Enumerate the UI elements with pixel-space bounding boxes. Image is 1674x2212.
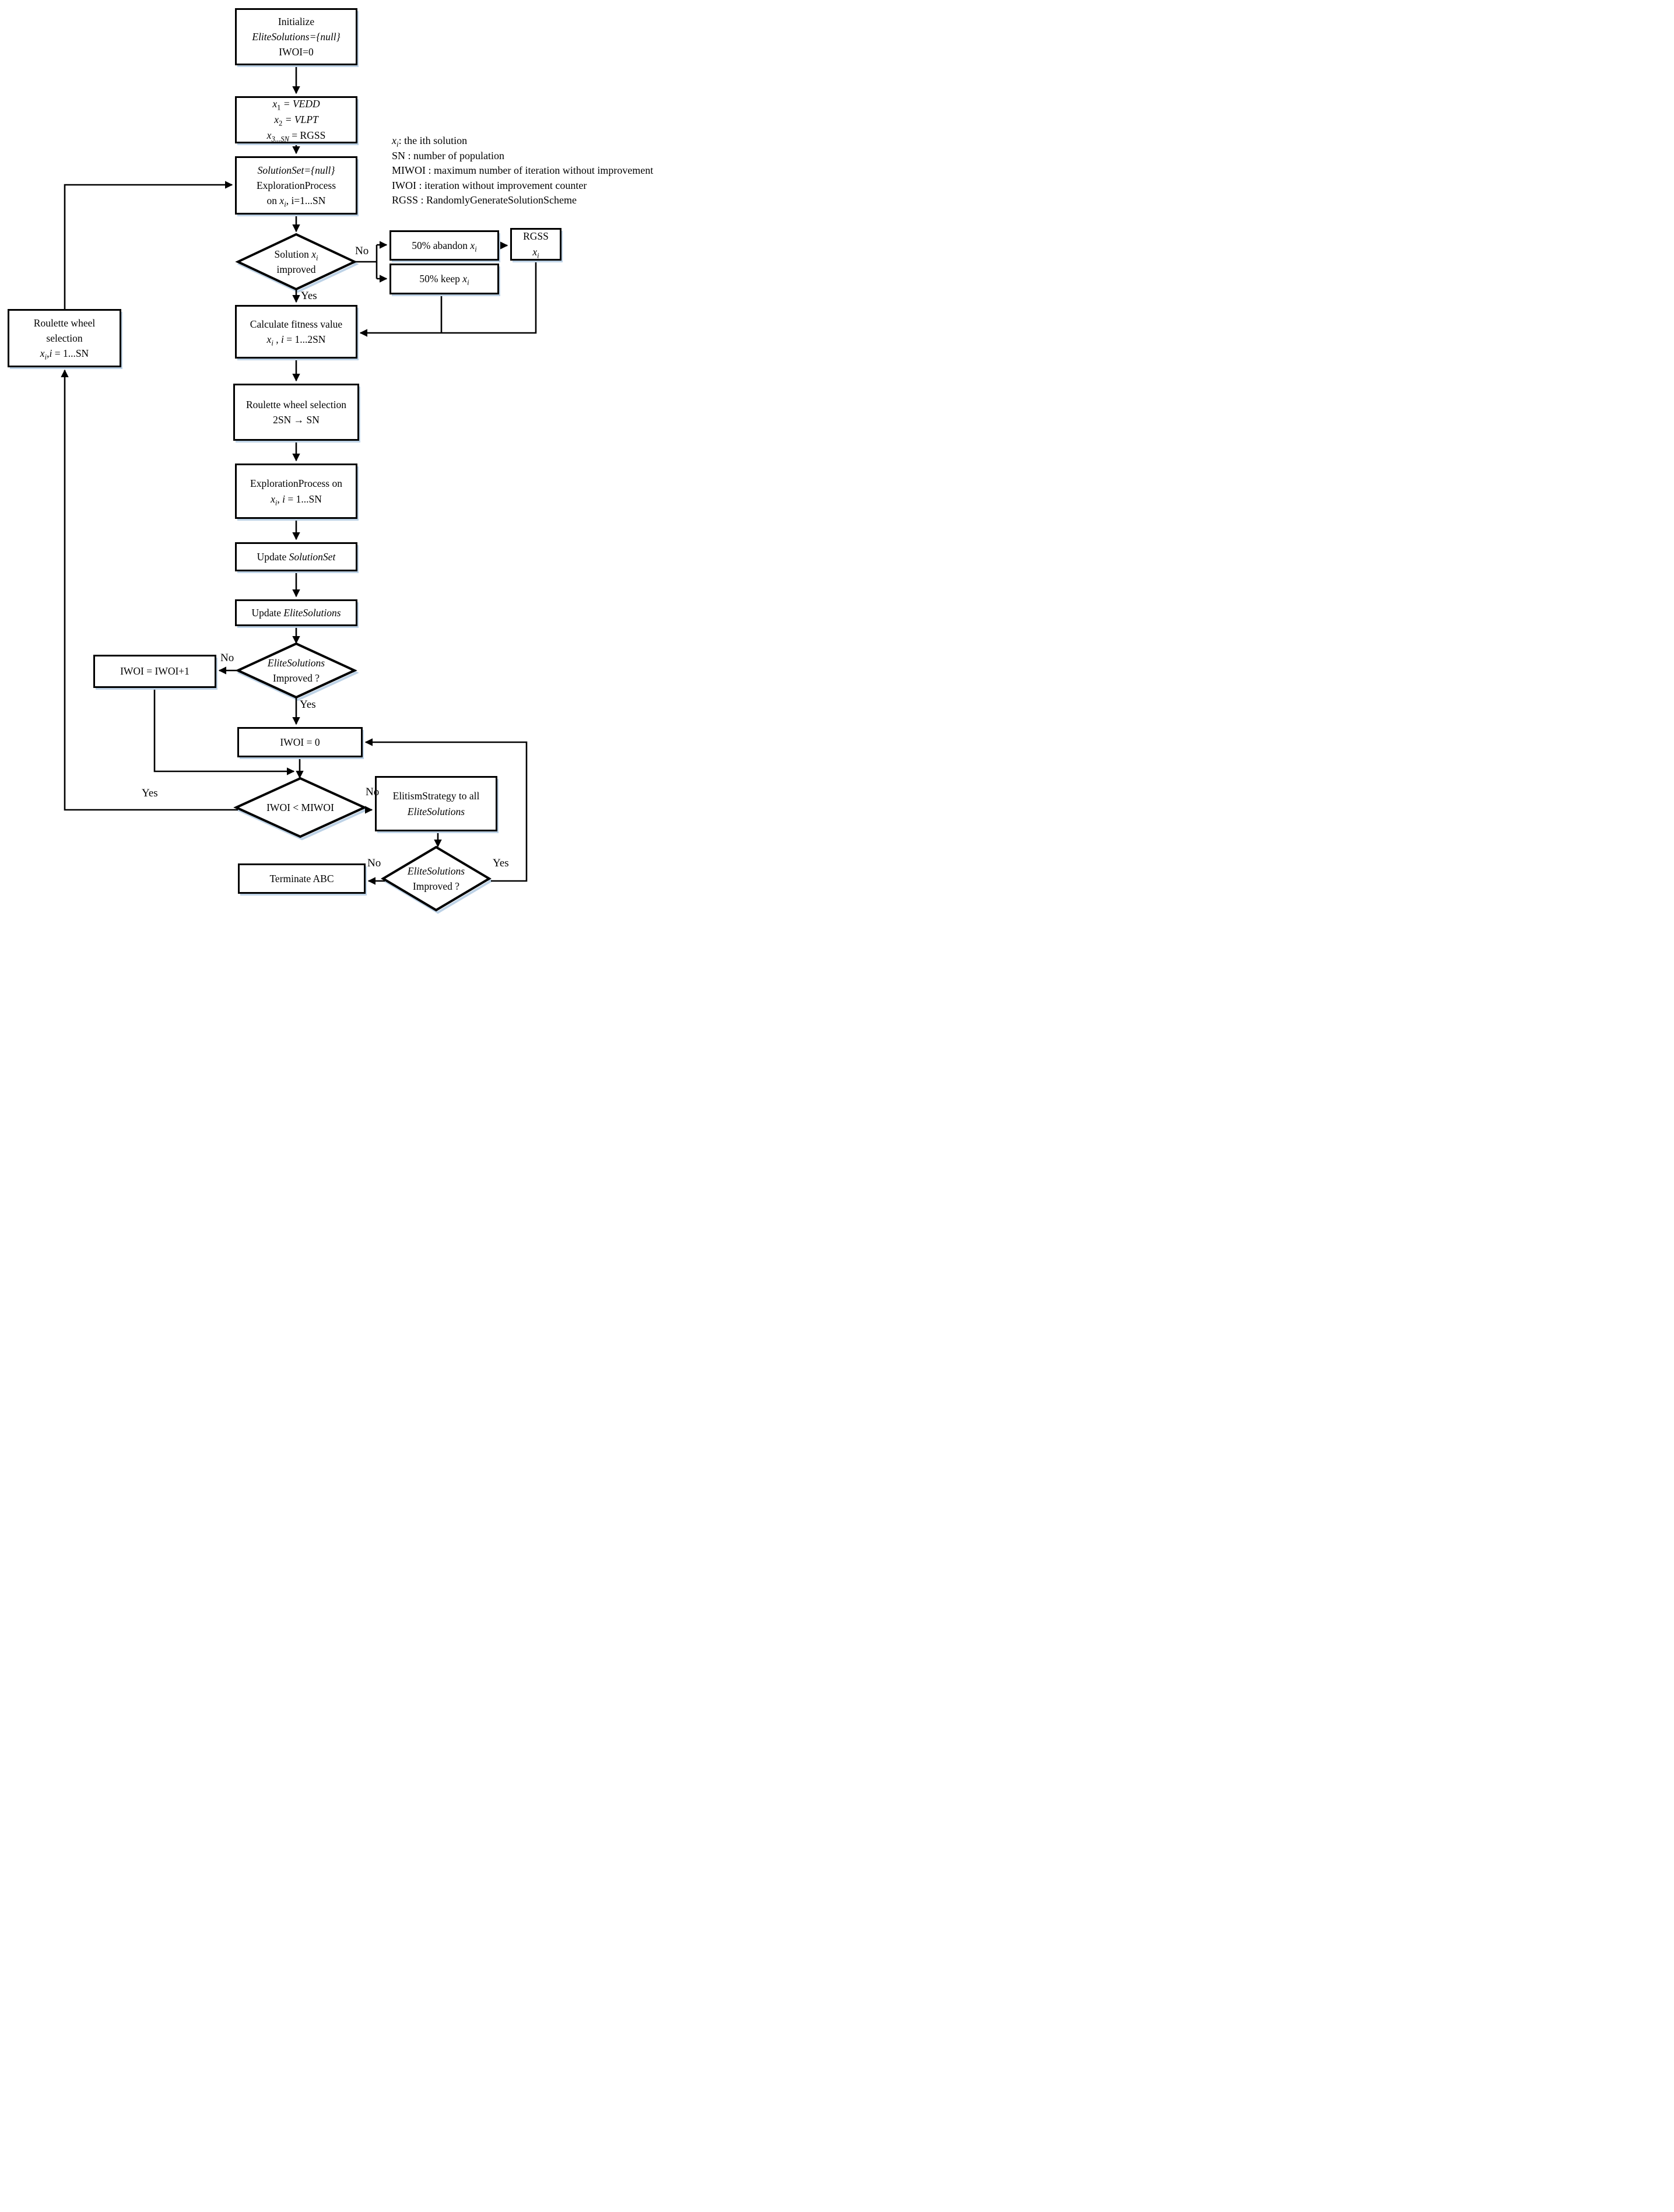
- edge-label-no-eliteimp2: No: [367, 857, 381, 869]
- edge-label-yes-eliteimp: Yes: [300, 698, 316, 711]
- edge-label-no-solution-improved: No: [355, 245, 369, 257]
- edge-rgss-to-fitness: [359, 261, 537, 337]
- edge-iwoicmp-yes-loop: [61, 369, 238, 811]
- edge-label-yes-iwoicmp: Yes: [142, 787, 158, 799]
- edge-label-yes-solution-improved: Yes: [301, 290, 317, 302]
- edge-label-no-eliteimp: No: [220, 652, 234, 664]
- edge-leftroulette-to-solset: [64, 181, 233, 309]
- edge-eliteimp2-yes-iwoizero: [364, 738, 528, 882]
- diamond-iwoi-lt-miwoi: [233, 777, 367, 838]
- node-update-solutionset: Update SolutionSet: [235, 542, 357, 571]
- node-terminate-abc: Terminate ABC: [238, 863, 366, 894]
- connector-layer: [61, 65, 537, 914]
- node-iwoi-increment: IWOI = IWOI+1: [93, 655, 216, 688]
- connectors: [61, 65, 537, 885]
- edge-label-yes-eliteimp2: Yes: [493, 857, 509, 869]
- node-update-elitesolutions: Update EliteSolutions: [235, 599, 357, 626]
- diamond-solution-improved: [235, 233, 357, 291]
- diamond-elitesolutions-improved-2: [381, 845, 492, 912]
- diamond-elitesolutions-improved: [235, 642, 357, 699]
- node-abandon: 50% abandon xi: [389, 230, 499, 261]
- diamond-label-iwoi-lt-miwoi: IWOI < MIWOI: [266, 801, 334, 813]
- diamonds: [233, 233, 492, 912]
- edge-iwoiinc-loop: [153, 688, 295, 775]
- node-iwoi-zero: IWOI = 0: [237, 727, 363, 757]
- edge-label-no-iwoicmp: No: [366, 786, 380, 798]
- node-keep: 50% keep xi: [389, 264, 499, 294]
